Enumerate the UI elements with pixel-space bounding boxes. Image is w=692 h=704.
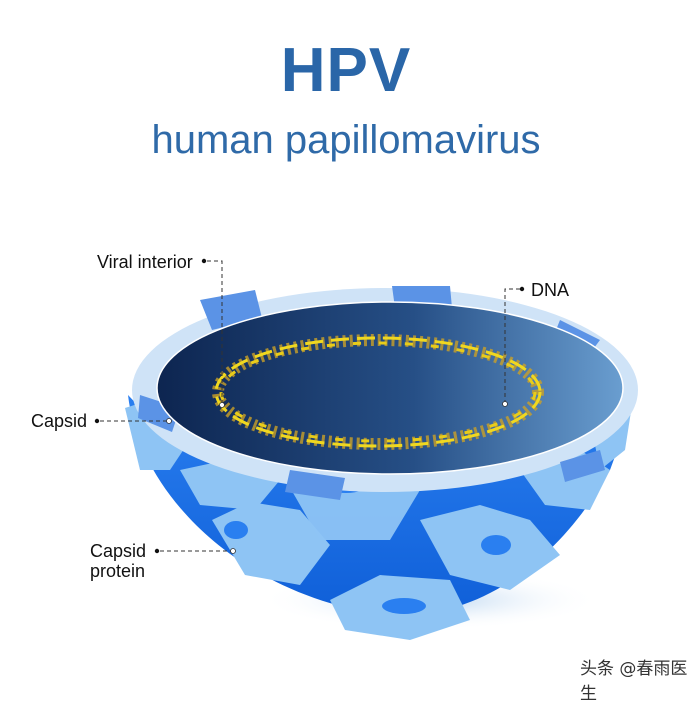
label-dna: DNA [531, 280, 570, 300]
leader-dots [94, 258, 525, 554]
watermark: 头条 @春雨医生 [580, 659, 688, 704]
label-capsid-protein-line1: Capsid [90, 541, 147, 561]
label-viral-interior: Viral interior [97, 252, 193, 272]
viral-interior [156, 301, 624, 475]
label-capsid: Capsid [31, 411, 88, 431]
page-title: HPV [280, 36, 412, 105]
label-capsid-protein-line2: protein [90, 561, 146, 581]
dna-ring [212, 334, 544, 450]
label-capsid-protein: Capsid protein [90, 541, 160, 581]
leader-lines [100, 260, 520, 552]
page-subtitle: human papillomavirus [151, 118, 541, 162]
